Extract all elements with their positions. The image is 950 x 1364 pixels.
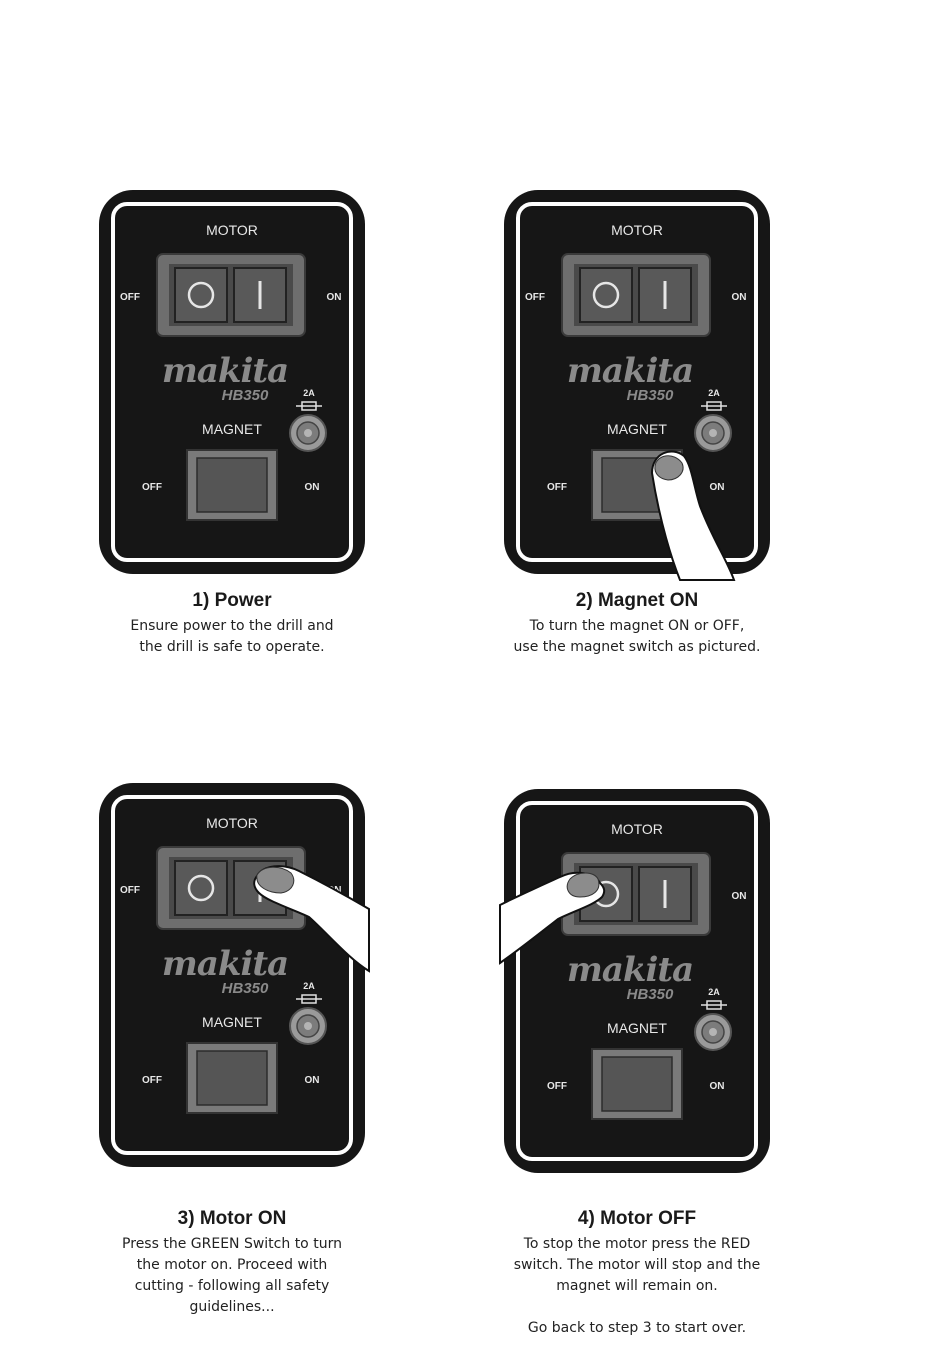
power-off-icon (187, 281, 215, 309)
step-caption: 4) Motor OFF To stop the motor press the … (477, 1208, 797, 1339)
step-description: Ensure power to the drill and the drill i… (72, 616, 392, 658)
model-label: HB350 (627, 387, 674, 404)
brand-logo: makita (567, 950, 693, 990)
motor-off-button[interactable] (174, 267, 228, 323)
power-off-icon (592, 281, 620, 309)
motor-off-label: OFF (120, 885, 140, 896)
fuse-icon (296, 401, 322, 411)
step-title: 4) Motor OFF (577, 1208, 697, 1229)
control-panel: MOTOR OFF ON makita HB350 2A MAGN (499, 789, 770, 1173)
fuse-holder[interactable] (289, 1007, 327, 1045)
panel-frame (111, 202, 353, 562)
motor-on-button[interactable] (233, 267, 287, 323)
magnet-on-label: ON (305, 1075, 320, 1086)
motor-switch[interactable] (561, 253, 711, 337)
step-description: To stop the motor press the RED switch. T… (477, 1234, 797, 1297)
brand-logo: makita (567, 351, 693, 391)
fuse-rating: 2A (708, 987, 720, 997)
model-label: HB350 (222, 387, 269, 404)
control-panel: MOTOR OFF ON makita HB350 2A MAGN (504, 190, 770, 581)
step-caption: 2) Magnet ON To turn the magnet ON or OFF… (477, 590, 797, 658)
motor-off-label: OFF (525, 292, 545, 303)
brand-logo: makita (162, 351, 288, 391)
motor-label: MOTOR (206, 815, 258, 831)
step-description-line: Ensure power to the drill and (130, 618, 334, 634)
finger-pointer (253, 865, 370, 973)
magnet-on-label: ON (710, 1081, 725, 1092)
motor-off-label: OFF (120, 292, 140, 303)
step-title: 2) Magnet ON (575, 590, 699, 611)
motor-on-button[interactable] (638, 267, 692, 323)
magnet-switch[interactable] (186, 1042, 278, 1114)
motor-off-button[interactable] (174, 860, 228, 916)
magnet-off-label: OFF (142, 482, 162, 493)
motor-label: MOTOR (206, 222, 258, 238)
step-description-line: To turn the magnet ON or OFF, (529, 618, 745, 634)
magnet-label: MAGNET (607, 421, 667, 437)
magnet-off-label: OFF (142, 1075, 162, 1086)
step-description: To turn the magnet ON or OFF, use the mag… (477, 616, 797, 658)
motor-on-button[interactable] (638, 866, 692, 922)
step-description: Press the GREEN Switch to turn the motor … (72, 1234, 392, 1318)
finger-pointer (650, 450, 736, 581)
step-description-line: the drill is safe to operate. (139, 639, 325, 655)
step-description-line: Press the GREEN Switch to turn (122, 1236, 342, 1252)
fuse-holder[interactable] (694, 1013, 732, 1051)
step-description-line: cutting - following all safety (134, 1278, 330, 1294)
fuse-icon (701, 1000, 727, 1010)
brand-logo: makita (162, 944, 288, 984)
magnet-switch[interactable] (591, 1048, 683, 1120)
step-title: 3) Motor ON (177, 1208, 287, 1229)
fuse-rating: 2A (303, 981, 315, 991)
motor-on-label: ON (732, 891, 747, 902)
model-label: HB350 (627, 986, 674, 1003)
motor-on-label: ON (327, 292, 342, 303)
magnet-label: MAGNET (202, 1014, 262, 1030)
step-description-line: To stop the motor press the RED (523, 1236, 751, 1252)
magnet-label: MAGNET (607, 1020, 667, 1036)
fuse-rating: 2A (708, 388, 720, 398)
panel-frame (111, 795, 353, 1155)
magnet-off-label: OFF (547, 482, 567, 493)
magnet-on-label: ON (710, 482, 725, 493)
model-label: HB350 (222, 980, 269, 997)
motor-on-label: ON (732, 292, 747, 303)
magnet-off-label: OFF (547, 1081, 567, 1092)
step-caption: 3) Motor ON Press the GREEN Switch to tur… (72, 1208, 392, 1318)
magnet-switch[interactable] (186, 449, 278, 521)
fuse-icon (296, 994, 322, 1004)
panel-frame (516, 202, 758, 562)
fuse-rating: 2A (303, 388, 315, 398)
step-description-line: magnet will remain on. (556, 1278, 718, 1294)
fuse-holder[interactable] (289, 414, 327, 452)
fuse-icon (701, 401, 727, 411)
step-title: 1) Power (192, 590, 272, 611)
motor-label: MOTOR (611, 821, 663, 837)
finger-pointer (499, 871, 606, 965)
step-description-line: guidelines... (189, 1299, 275, 1315)
magnet-on-label: ON (305, 482, 320, 493)
control-panel: MOTOR OFF ON makita HB350 2A MAGN (99, 190, 365, 574)
step-description-line: switch. The motor will stop and the (513, 1257, 761, 1273)
step-description-line: the motor on. Proceed with (136, 1257, 328, 1273)
control-panel: MOTOR OFF ON makita HB350 2A MAGN (99, 783, 370, 1167)
panel-frame (516, 801, 758, 1161)
step-note: Go back to step 3 to start over. (527, 1320, 747, 1336)
power-off-icon (187, 874, 215, 902)
motor-switch[interactable] (156, 253, 306, 337)
step-description-line: use the magnet switch as pictured. (513, 639, 761, 655)
magnet-label: MAGNET (202, 421, 262, 437)
fuse-holder[interactable] (694, 414, 732, 452)
motor-off-button[interactable] (579, 267, 633, 323)
motor-label: MOTOR (611, 222, 663, 238)
